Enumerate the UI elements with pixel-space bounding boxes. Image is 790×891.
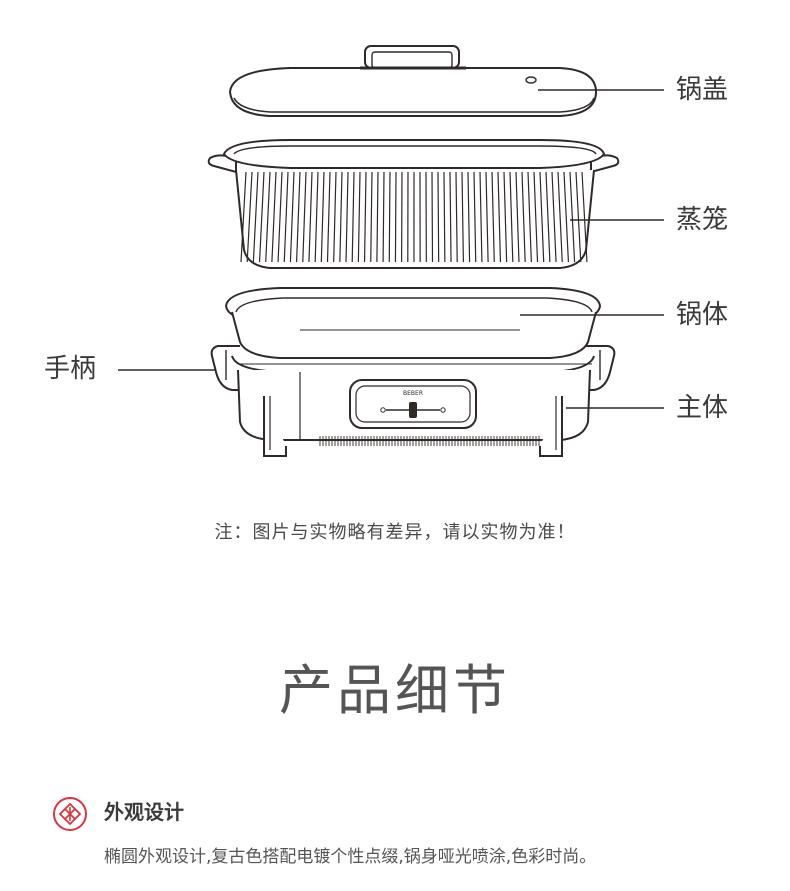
steamer-label: 蒸笼: [676, 205, 729, 235]
base-illustration: [210, 345, 616, 457]
lid-illustration: [228, 45, 598, 117]
disclaimer-note: 注：图片与实物略有差异，请以实物为准！: [214, 522, 576, 543]
pot-illustration: [224, 287, 602, 359]
leader-lines: [118, 89, 664, 409]
handle-label: 手柄: [44, 354, 97, 384]
pot-label: 锅体: [676, 300, 729, 330]
feature-description: 椭圆外观设计,复古色搭配电镀个性点缀,锅身哑光喷涂,色彩时尚。: [104, 847, 597, 867]
steamer-illustration: [207, 139, 620, 269]
base-label: 主体: [676, 393, 729, 423]
lid-label: 锅盖: [676, 75, 729, 105]
brand-label: BEBER: [403, 390, 423, 397]
product-exploded-diagram: BEBER: [118, 45, 664, 457]
diamond-emblem-icon: [53, 797, 87, 831]
section-title: 产品细节: [279, 659, 511, 722]
feature-title: 外观设计: [104, 800, 184, 824]
